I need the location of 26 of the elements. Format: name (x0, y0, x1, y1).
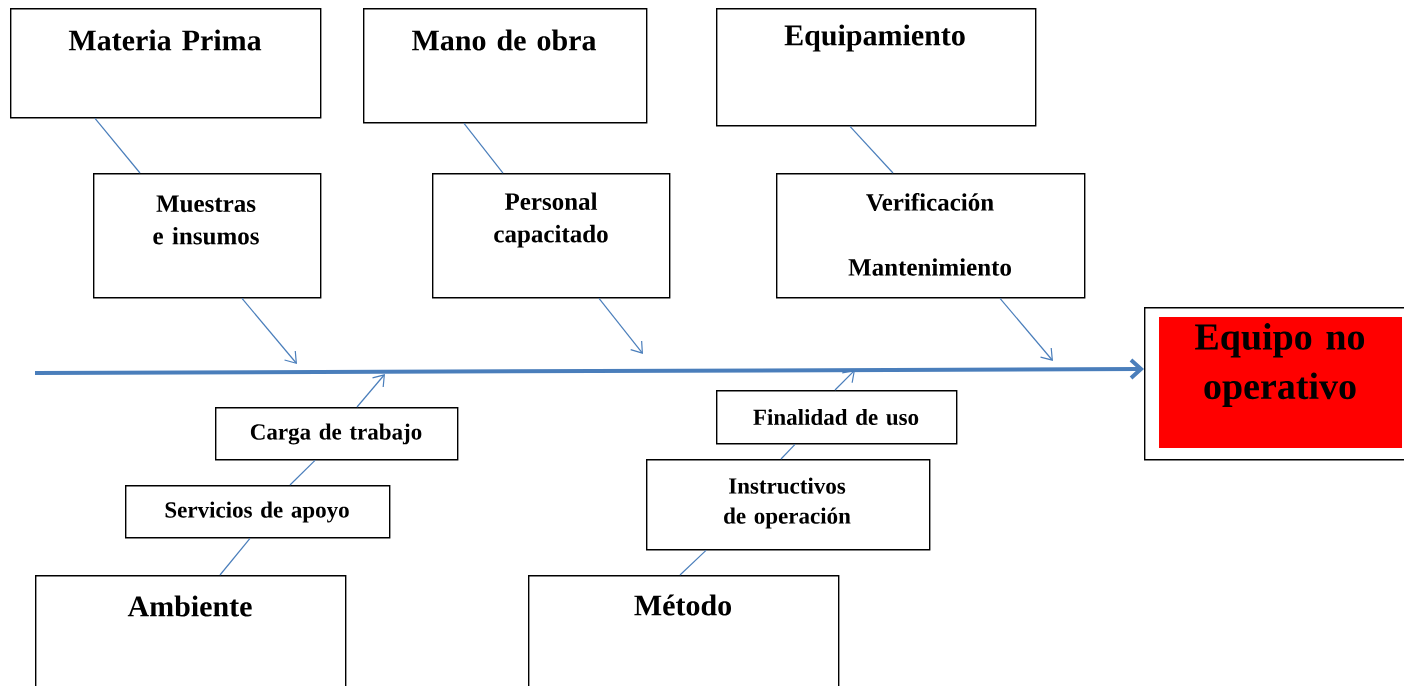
category-box: Mano de obra (363, 8, 648, 124)
cause-box: Personal capacitado (432, 173, 671, 299)
cause-box: Carga de trabajo (215, 407, 459, 461)
cause-box: Instructivos de operación (646, 459, 931, 551)
arrow (598, 297, 643, 354)
connector-line (463, 122, 504, 174)
category-box: Materia Prima (10, 8, 322, 119)
arrow (999, 297, 1053, 361)
arrow (241, 297, 297, 364)
fishbone-spine (35, 358, 1144, 380)
connector-line (94, 117, 141, 174)
effect-box: Equipo no operativo (1144, 307, 1404, 461)
arrow (356, 374, 385, 408)
connector-line (780, 443, 796, 460)
connector-line (289, 459, 316, 486)
connector-line (219, 537, 251, 576)
cause-box: Muestras e insumos (93, 173, 322, 299)
category-box: Ambiente (35, 575, 347, 686)
connector-line (849, 125, 894, 174)
category-box: Método (528, 575, 840, 686)
cause-box: Finalidad de uso (716, 390, 958, 445)
cause-box: Servicios de apoyo (125, 485, 391, 539)
connector-line (679, 549, 707, 576)
arrow (834, 370, 855, 391)
cause-box: Verificación Mantenimiento (776, 173, 1086, 299)
category-box: Equipamiento (716, 8, 1037, 127)
